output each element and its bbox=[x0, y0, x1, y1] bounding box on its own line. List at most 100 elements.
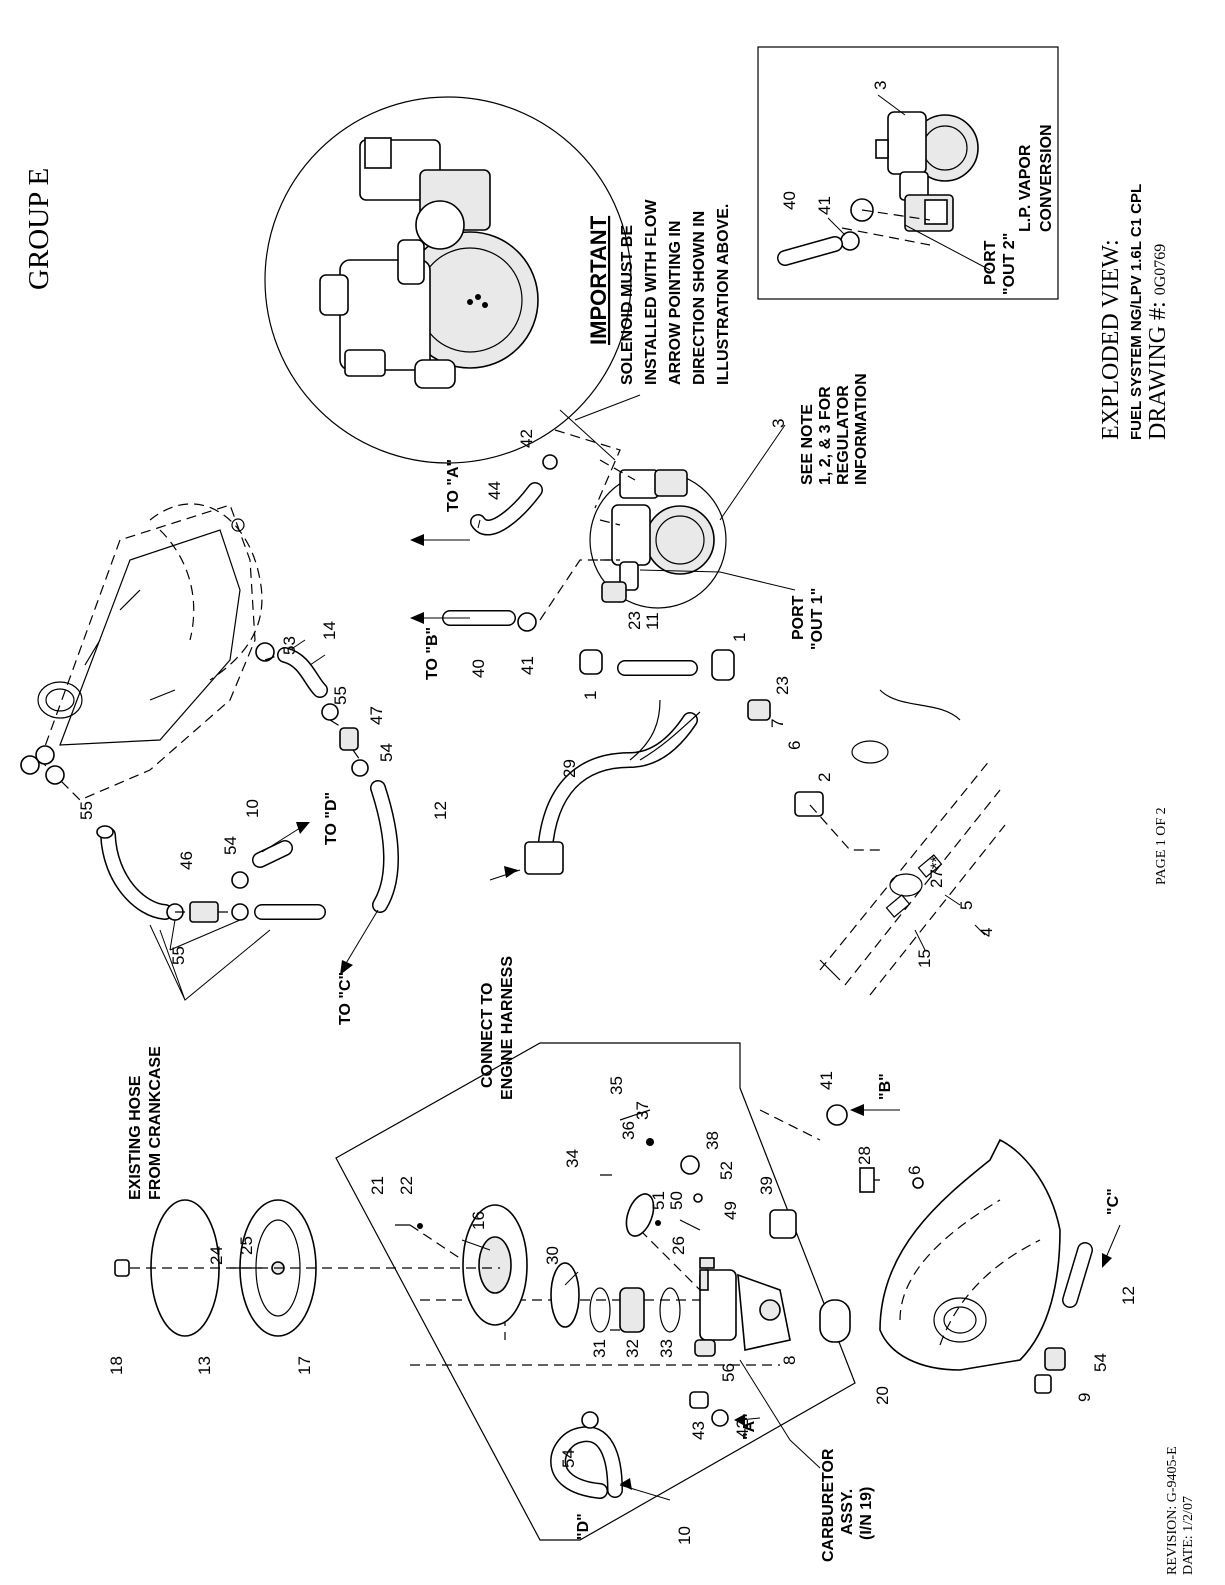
important-note: IMPORTANT SOLENOID MUST BE INSTALLED WIT… bbox=[586, 199, 732, 385]
part-number: 47 bbox=[367, 706, 386, 725]
part-number: 29 bbox=[560, 759, 579, 778]
part-number: 22 bbox=[397, 1176, 416, 1195]
fitting-47 bbox=[339, 727, 359, 751]
intake-manifold bbox=[819, 1138, 1093, 1394]
part-number: 13 bbox=[195, 1356, 214, 1375]
part-number: 21 bbox=[368, 1176, 387, 1195]
clamp-42-top bbox=[542, 454, 558, 470]
important-line: SOLENOID MUST BE bbox=[619, 225, 636, 385]
part-number: 54 bbox=[559, 1449, 578, 1468]
part-number: 18 bbox=[107, 1356, 126, 1375]
part-number: 50 bbox=[667, 1191, 686, 1210]
carburetor-stack bbox=[395, 1104, 924, 1427]
view-title: EXPLODED VIEW: bbox=[1098, 239, 1124, 440]
revision-label: REVISION: G-9405-E bbox=[1165, 1446, 1180, 1575]
part-number: 5 bbox=[957, 901, 976, 910]
inset-frame bbox=[757, 46, 1059, 300]
crankcase-hoses bbox=[96, 642, 399, 923]
part-number: 20 bbox=[873, 1386, 892, 1405]
part-number: 1 bbox=[730, 633, 749, 642]
important-heading: IMPORTANT bbox=[586, 215, 611, 345]
part-number: 16 bbox=[469, 1211, 488, 1230]
part-number: 40 bbox=[780, 191, 799, 210]
callouts: TO "A" TO "B" TO "D" TO "C" "B" "C" "A" … bbox=[127, 373, 1122, 1562]
part-number: 40 bbox=[469, 659, 488, 678]
part-number: 14 bbox=[320, 621, 339, 640]
part-number: 42 bbox=[517, 429, 536, 448]
part-number: 15 bbox=[915, 949, 934, 968]
revision-date: DATE: 1/2/07 bbox=[1181, 1496, 1196, 1575]
regulator-note: SEE NOTE bbox=[799, 404, 816, 485]
lp-vapor-inset: 3 40 41 PORT "OUT 2" L.P. VAPOR CONVERSI… bbox=[757, 46, 1059, 300]
important-line: INSTALLED WITH FLOW bbox=[643, 199, 660, 385]
callout-to-d: TO "D" bbox=[323, 792, 340, 845]
part-number: 38 bbox=[703, 1131, 722, 1150]
carburetor-label: ASSY. bbox=[839, 1489, 856, 1535]
part-number: 31 bbox=[590, 1339, 609, 1358]
part-number: 6 bbox=[905, 1166, 924, 1175]
clamp-41-mid bbox=[517, 612, 537, 632]
part-number: 34 bbox=[563, 1149, 582, 1168]
clamp-54-lower bbox=[581, 1411, 599, 1429]
carburetor-panel-outline bbox=[335, 1042, 856, 1541]
part-number: 12 bbox=[431, 801, 450, 820]
part-number: 3 bbox=[769, 419, 788, 428]
carburetor-label: CARBURETOR bbox=[820, 1448, 837, 1562]
part-number: 17 bbox=[295, 1356, 314, 1375]
part-number: 4 bbox=[977, 928, 996, 937]
part-number: 25 bbox=[237, 1236, 256, 1255]
part-number: 55 bbox=[77, 801, 96, 820]
leader-lines bbox=[169, 519, 986, 1286]
clamp-53 bbox=[255, 642, 275, 662]
part-number: 55 bbox=[169, 946, 188, 965]
flow-arrows bbox=[149, 534, 1121, 1501]
port-out2-label: "OUT 2" bbox=[1001, 233, 1018, 295]
part-number: 26 bbox=[669, 1236, 688, 1255]
part-number: 11 bbox=[643, 612, 662, 630]
important-line: ILLUSTRATION ABOVE. bbox=[715, 204, 732, 385]
part-number: 49 bbox=[721, 1201, 740, 1220]
existing-hose-label: FROM CRANKCASE bbox=[147, 1046, 164, 1200]
group-title: GROUP E bbox=[23, 168, 55, 290]
part-number: 32 bbox=[623, 1339, 642, 1358]
part-number: 41 bbox=[817, 1071, 836, 1090]
regulator-note: REGULATOR bbox=[835, 385, 852, 485]
clamp-41-lower bbox=[826, 1104, 848, 1126]
part-number: 46 bbox=[177, 851, 196, 870]
part-number: 43 bbox=[689, 1421, 708, 1440]
part-number: 8 bbox=[780, 1356, 799, 1365]
part-number: 28 bbox=[855, 1146, 874, 1165]
part-number: 1 bbox=[581, 691, 600, 700]
part-number: 37 bbox=[633, 1101, 652, 1120]
port-out2-label: PORT bbox=[982, 240, 999, 285]
inset-regulator-illustration bbox=[850, 111, 979, 232]
important-line: DIRECTION SHOWN IN bbox=[691, 211, 708, 385]
part-number: 56 bbox=[719, 1363, 738, 1382]
part-number: 39 bbox=[757, 1176, 776, 1195]
part-number-labels: 1 1 2 3 4 5 6 6 7 8 9 10 10 11 12 12 13 … bbox=[77, 419, 1138, 1545]
part-number: 42 bbox=[733, 1419, 752, 1438]
part-number: 54 bbox=[1091, 1353, 1110, 1372]
part-number: 30 bbox=[543, 1246, 562, 1265]
drawing-label: DRAWING #: 0G0769 bbox=[1145, 244, 1171, 440]
callout-d: "D" bbox=[575, 1513, 592, 1540]
part-number: 41 bbox=[815, 196, 834, 215]
part-number: 36 bbox=[619, 1121, 638, 1140]
regulator-elbow-tube bbox=[579, 581, 771, 721]
wiring-harness bbox=[524, 699, 701, 875]
lp-vapor-note: CONVERSION bbox=[1038, 124, 1055, 232]
connect-harness-label: ENGINE HARNESS bbox=[499, 956, 516, 1100]
part-number: 12 bbox=[1119, 1286, 1138, 1305]
part-number: 54 bbox=[377, 743, 396, 762]
callout-to-b: TO "B" bbox=[424, 627, 441, 680]
part-number: 55 bbox=[331, 686, 350, 705]
port-out1-label: PORT bbox=[790, 595, 807, 640]
callout-to-c: TO "C" bbox=[337, 972, 354, 1025]
callout-to-a: TO "A" bbox=[445, 459, 462, 512]
carburetor-label: (I/N 19) bbox=[858, 1487, 875, 1540]
part-number: 9 bbox=[1075, 1393, 1094, 1402]
regulator-note: 1, 2, & 3 FOR bbox=[817, 386, 834, 485]
clamp-41-inset bbox=[840, 231, 860, 251]
engine-illustration bbox=[20, 503, 263, 801]
